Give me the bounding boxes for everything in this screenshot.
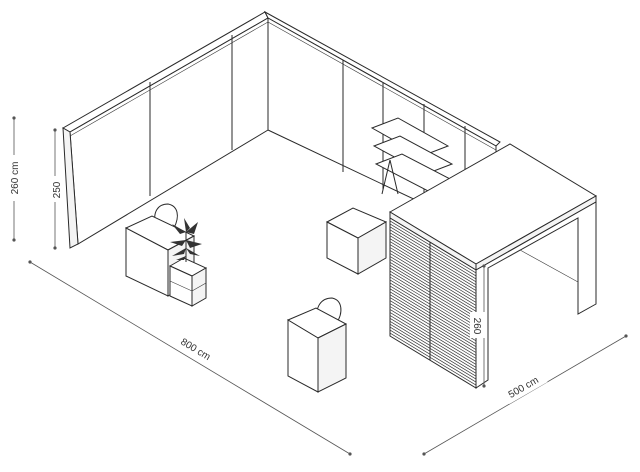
- booth-slat: [389, 241, 477, 294]
- booth-slat: [389, 329, 477, 383]
- booth-slat: [389, 323, 477, 377]
- booth-slat: [389, 306, 477, 359]
- booth-slat: [389, 300, 477, 353]
- booth-slat: [389, 285, 477, 339]
- booth-slat: [389, 259, 477, 312]
- booth-slat: [389, 247, 477, 300]
- booth-slat: [389, 303, 477, 356]
- wall-shelves: [370, 117, 458, 195]
- booth-slat: [389, 250, 477, 303]
- booth-slat: [389, 297, 477, 350]
- booth-slat: [389, 332, 477, 386]
- booth-slats: [389, 220, 477, 386]
- plant: [170, 218, 202, 262]
- booth-slat: [389, 279, 477, 333]
- dimension-panel-height-label: 250: [52, 181, 63, 198]
- dimension-booth-height: 260: [470, 264, 486, 388]
- dimension-left-height: 260 cm: [6, 116, 22, 242]
- booth-slat: [389, 244, 477, 297]
- booth-slat: [389, 220, 477, 274]
- booth-slat: [389, 253, 477, 306]
- booth-slat: [389, 232, 477, 286]
- booth-slat: [389, 288, 477, 342]
- slatted-booth: [389, 143, 597, 389]
- booth-slat: [389, 235, 477, 288]
- dimension-booth-height-label: 260: [471, 318, 482, 335]
- booth-slat: [389, 226, 477, 280]
- cube-stool: [325, 207, 388, 275]
- booth-slat: [389, 291, 477, 345]
- booth-slat: [389, 273, 477, 327]
- booth-slat: [389, 326, 477, 380]
- booth-slat: [389, 238, 477, 291]
- booth-slat: [389, 282, 477, 336]
- booth-slat: [389, 270, 477, 324]
- booth-slat: [389, 312, 477, 365]
- booth-slat: [389, 318, 477, 371]
- booth-slat: [389, 321, 477, 374]
- booth-slat: [389, 256, 477, 309]
- booth-slat: [389, 309, 477, 362]
- plant-shelf: [168, 257, 208, 307]
- booth-slat: [389, 229, 477, 283]
- booth-slat: [389, 276, 477, 330]
- booth-slat: [389, 294, 477, 347]
- booth-slat: [389, 223, 477, 277]
- booth-slat: [389, 267, 477, 321]
- dimension-panel-height: 250: [49, 128, 63, 250]
- back-left-wall: [61, 11, 269, 249]
- dimension-left-height-label: 260 cm: [10, 162, 21, 195]
- front-counter: [286, 297, 348, 393]
- booth-slat: [389, 315, 477, 368]
- booth-slat: [389, 264, 477, 318]
- booth-slat: [389, 262, 477, 315]
